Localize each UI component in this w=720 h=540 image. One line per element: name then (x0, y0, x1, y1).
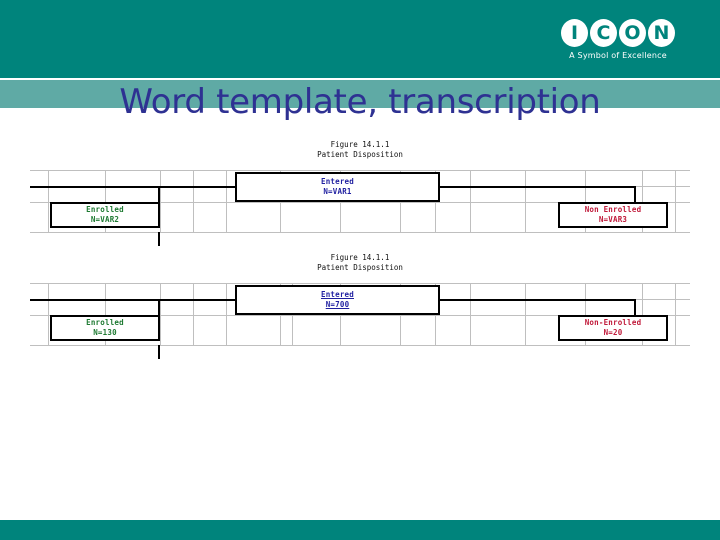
gridline-v (105, 170, 106, 232)
logo-letter-o: O (619, 19, 646, 47)
connector-left-drop (158, 299, 160, 315)
gridline-v (193, 283, 194, 345)
gridline-v (226, 283, 227, 345)
gridline-h (30, 170, 690, 171)
logo-letter-c: C (590, 19, 617, 47)
gridline-v (585, 170, 586, 232)
gridline-v (675, 283, 676, 345)
gridline-v (193, 170, 194, 232)
header-divider-rule (0, 78, 720, 80)
icon-logo-mark: I C O N (558, 18, 678, 48)
gridline-v (48, 283, 49, 345)
slide-accent-band (0, 80, 720, 108)
logo-tagline: A Symbol of Excellence (569, 51, 667, 60)
gridline-v (105, 283, 106, 345)
gridline-v (525, 170, 526, 232)
figure-caption: Figure 14.1.1 Patient Disposition (317, 140, 403, 159)
flow-node-count: N=VAR1 (323, 187, 352, 196)
gridline-v (525, 283, 526, 345)
flow-node-non-enrolled[interactable]: Non Enrolled N=VAR3 (558, 202, 668, 228)
flow-node-count: N=20 (603, 328, 623, 337)
gridline-h (30, 315, 690, 316)
figure-caption: Figure 14.1.1 Patient Disposition (317, 253, 403, 272)
gridline-v (642, 283, 643, 345)
gridline-v (160, 170, 161, 232)
flow-node-count: N=VAR2 (90, 215, 120, 224)
flow-node-label: Non-Enrolled (584, 318, 642, 327)
connector-left-horizontal (158, 299, 240, 301)
gridline-v (226, 170, 227, 232)
flow-node-entered[interactable]: Entered N=VAR1 (235, 172, 440, 202)
flow-node-label: Entered (320, 290, 354, 299)
gridline-v (675, 170, 676, 232)
gridline-v (48, 170, 49, 232)
icon-logo: I C O N A Symbol of Excellence (558, 18, 678, 64)
flow-node-count: N=VAR3 (598, 215, 628, 224)
connector-right-drop (634, 299, 636, 315)
gridline-h (30, 283, 690, 284)
flow-node-count: N=700 (325, 300, 350, 309)
gridline-h (30, 345, 690, 346)
logo-letter-i: I (561, 19, 588, 47)
gridline-v (585, 283, 586, 345)
flow-node-label: Entered (320, 177, 354, 186)
connector-left-tail (158, 345, 160, 359)
flow-node-label: Enrolled (86, 318, 124, 327)
gridline-h (30, 202, 690, 203)
connector-left-horizontal (30, 186, 240, 188)
flow-node-label: Enrolled (86, 205, 124, 214)
gridline-v (470, 283, 471, 345)
connector-right-horizontal (438, 299, 636, 301)
page-title: Word template, transcription (119, 82, 601, 122)
flow-node-entered[interactable]: Entered N=700 (235, 285, 440, 315)
flow-node-non-enrolled[interactable]: Non-Enrolled N=20 (558, 315, 668, 341)
embedded-word-document[interactable]: Figure 14.1.1 Patient Disposition (30, 140, 690, 365)
flow-node-count: N=130 (93, 328, 117, 337)
flow-node-label: Non Enrolled (584, 205, 642, 214)
connector-left-horizontal (158, 186, 240, 188)
gridline-v (160, 283, 161, 345)
logo-letter-n: N (648, 19, 675, 47)
gridline-v (642, 170, 643, 232)
connector-right-drop (634, 186, 636, 202)
connector-left-drop (158, 186, 160, 202)
flow-node-enrolled[interactable]: Enrolled N=130 (50, 315, 160, 341)
gridline-h (30, 232, 690, 233)
connector-left-tail (158, 232, 160, 246)
flow-node-enrolled[interactable]: Enrolled N=VAR2 (50, 202, 160, 228)
connector-right-horizontal (438, 186, 636, 188)
slide-footer-bar (0, 520, 720, 540)
connector-left-horizontal (30, 299, 240, 301)
gridline-v (470, 170, 471, 232)
